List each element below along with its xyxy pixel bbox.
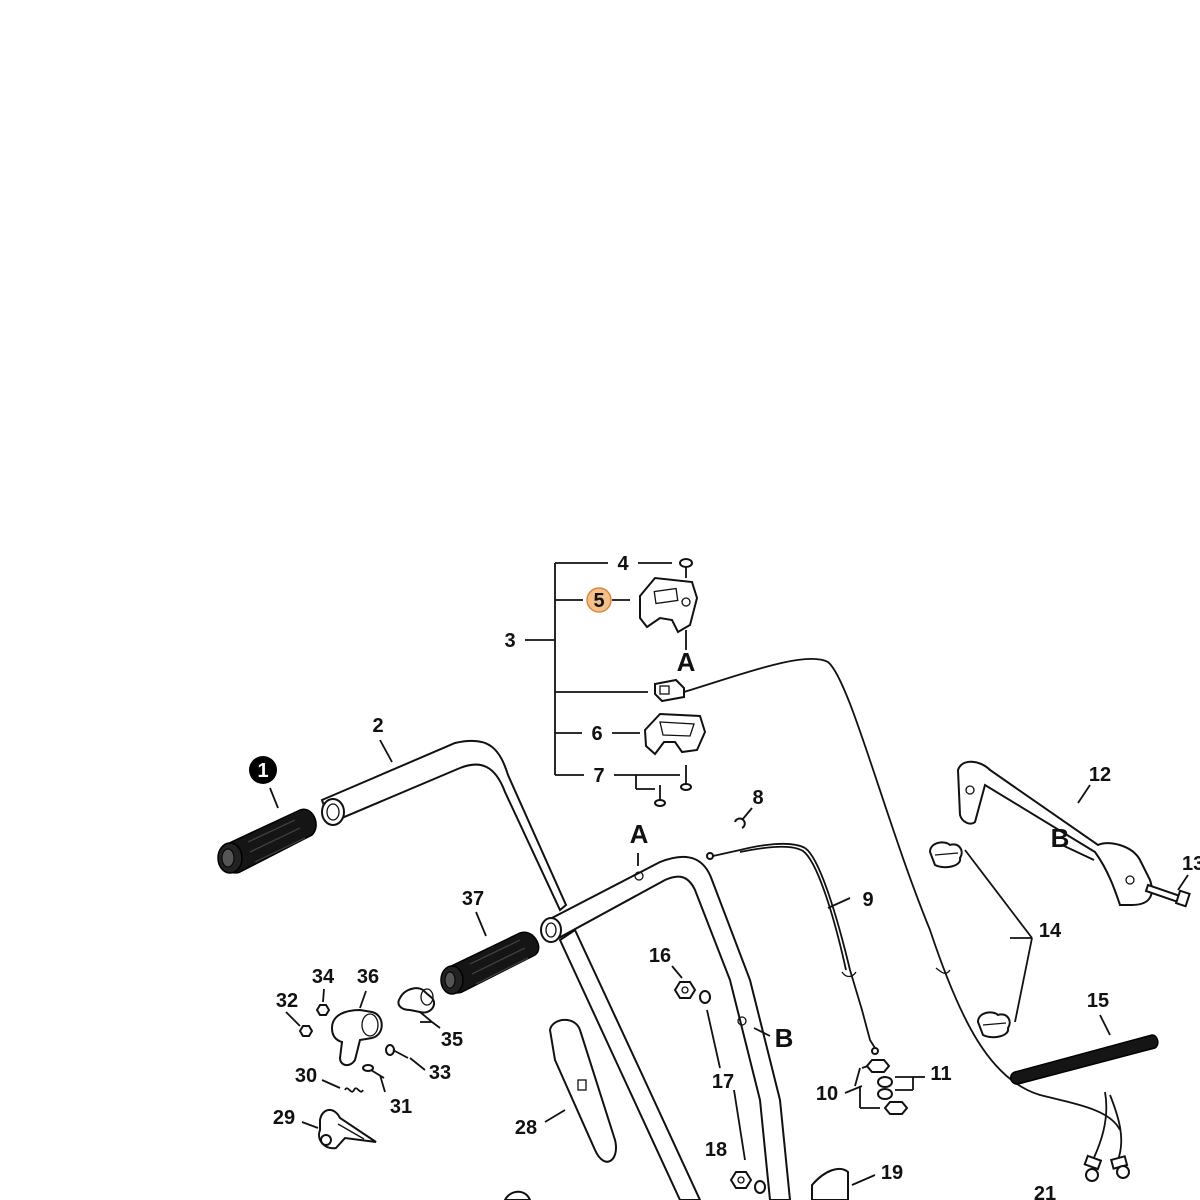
bushing-part-35[interactable] [397,987,436,1014]
nut-part-34[interactable] [315,1004,331,1016]
callout-19[interactable]: 19 [881,1162,903,1184]
washer-part-17[interactable] [699,990,711,1004]
assembly-3-bracket [525,562,680,790]
screw-part-4[interactable] [679,558,693,578]
callout-3[interactable]: 3 [504,630,515,652]
rod-part-15[interactable] [1010,1034,1159,1085]
nut-part-18[interactable] [729,1171,766,1194]
screw-part-31[interactable] [362,1064,385,1079]
bolt-part-13[interactable] [1144,883,1191,908]
screw-part-33[interactable] [385,1044,409,1059]
nut-part-32[interactable] [298,1025,314,1037]
callout-32[interactable]: 32 [276,990,298,1012]
callout-9[interactable]: 9 [862,889,873,911]
callout-1[interactable]: 1 [257,760,268,782]
clip-part-8[interactable] [734,817,746,829]
grip-part-1[interactable] [217,808,317,874]
clip-part-19[interactable] [811,1167,849,1200]
callout-17[interactable]: 17 [712,1071,734,1093]
nuts-washers-parts-10-11[interactable] [865,1059,909,1115]
callout-8[interactable]: 8 [752,787,763,809]
lever-part-29[interactable] [318,1109,377,1150]
marker-b-bracket: B [1051,823,1070,853]
callout-13[interactable]: 13 [1182,853,1200,875]
cable-terminals-part-21[interactable] [1083,1091,1130,1182]
marker-a-top: A [677,647,696,677]
switch-cable [683,658,1121,1131]
callout-36[interactable]: 36 [357,966,379,988]
spring-part-30[interactable] [344,1087,364,1093]
callout-28[interactable]: 28 [515,1117,537,1139]
callout-7[interactable]: 7 [593,765,604,787]
switch-unit[interactable] [654,678,685,703]
cable-clips-part-14[interactable] [928,841,1011,1039]
callout-16[interactable]: 16 [649,945,671,967]
bracket-part-12[interactable] [956,760,1153,906]
callout-6[interactable]: 6 [591,723,602,745]
callout-4[interactable]: 4 [617,553,629,575]
callout-5-highlight[interactable] [586,587,612,613]
callout-21[interactable]: 21 [1034,1183,1056,1200]
callout-2[interactable]: 2 [372,715,383,737]
callout-34[interactable]: 34 [312,966,335,988]
handle-frame[interactable] [540,855,792,1200]
callout-5[interactable]: 5 [593,590,604,612]
switch-housing-part-6[interactable] [643,712,707,756]
plate-part-28[interactable] [503,1018,617,1200]
marker-a-handle: A [630,819,649,849]
callout-10[interactable]: 10 [816,1083,838,1105]
switch-housing-part-5[interactable] [639,576,699,634]
callout-30[interactable]: 30 [295,1065,317,1087]
callout-1-badge[interactable] [249,756,277,784]
marker-b-handle: B [775,1023,794,1053]
callout-31[interactable]: 31 [390,1096,412,1118]
handlebar-part-2[interactable] [320,739,702,1200]
callout-15[interactable]: 15 [1087,990,1109,1012]
nut-part-16[interactable] [673,981,697,999]
callout-labels: 5 1 2 3 4 6 7 8 9 10 11 12 13 14 15 16 1… [249,553,1200,1200]
callout-12[interactable]: 12 [1089,764,1111,786]
callout-33[interactable]: 33 [429,1062,451,1084]
grip-part-37[interactable] [440,931,540,995]
callout-37[interactable]: 37 [462,888,484,910]
callout-18[interactable]: 18 [705,1139,727,1161]
screws-part-7[interactable] [654,765,692,807]
clamp-part-36[interactable] [330,1008,383,1066]
callout-14[interactable]: 14 [1039,920,1062,942]
cable-break-mark [935,967,951,974]
cable-part-9[interactable] [706,842,879,1055]
callout-29[interactable]: 29 [273,1107,295,1129]
leader-lines [269,739,1189,1186]
callout-35[interactable]: 35 [441,1029,463,1051]
callout-11[interactable]: 11 [930,1063,951,1085]
